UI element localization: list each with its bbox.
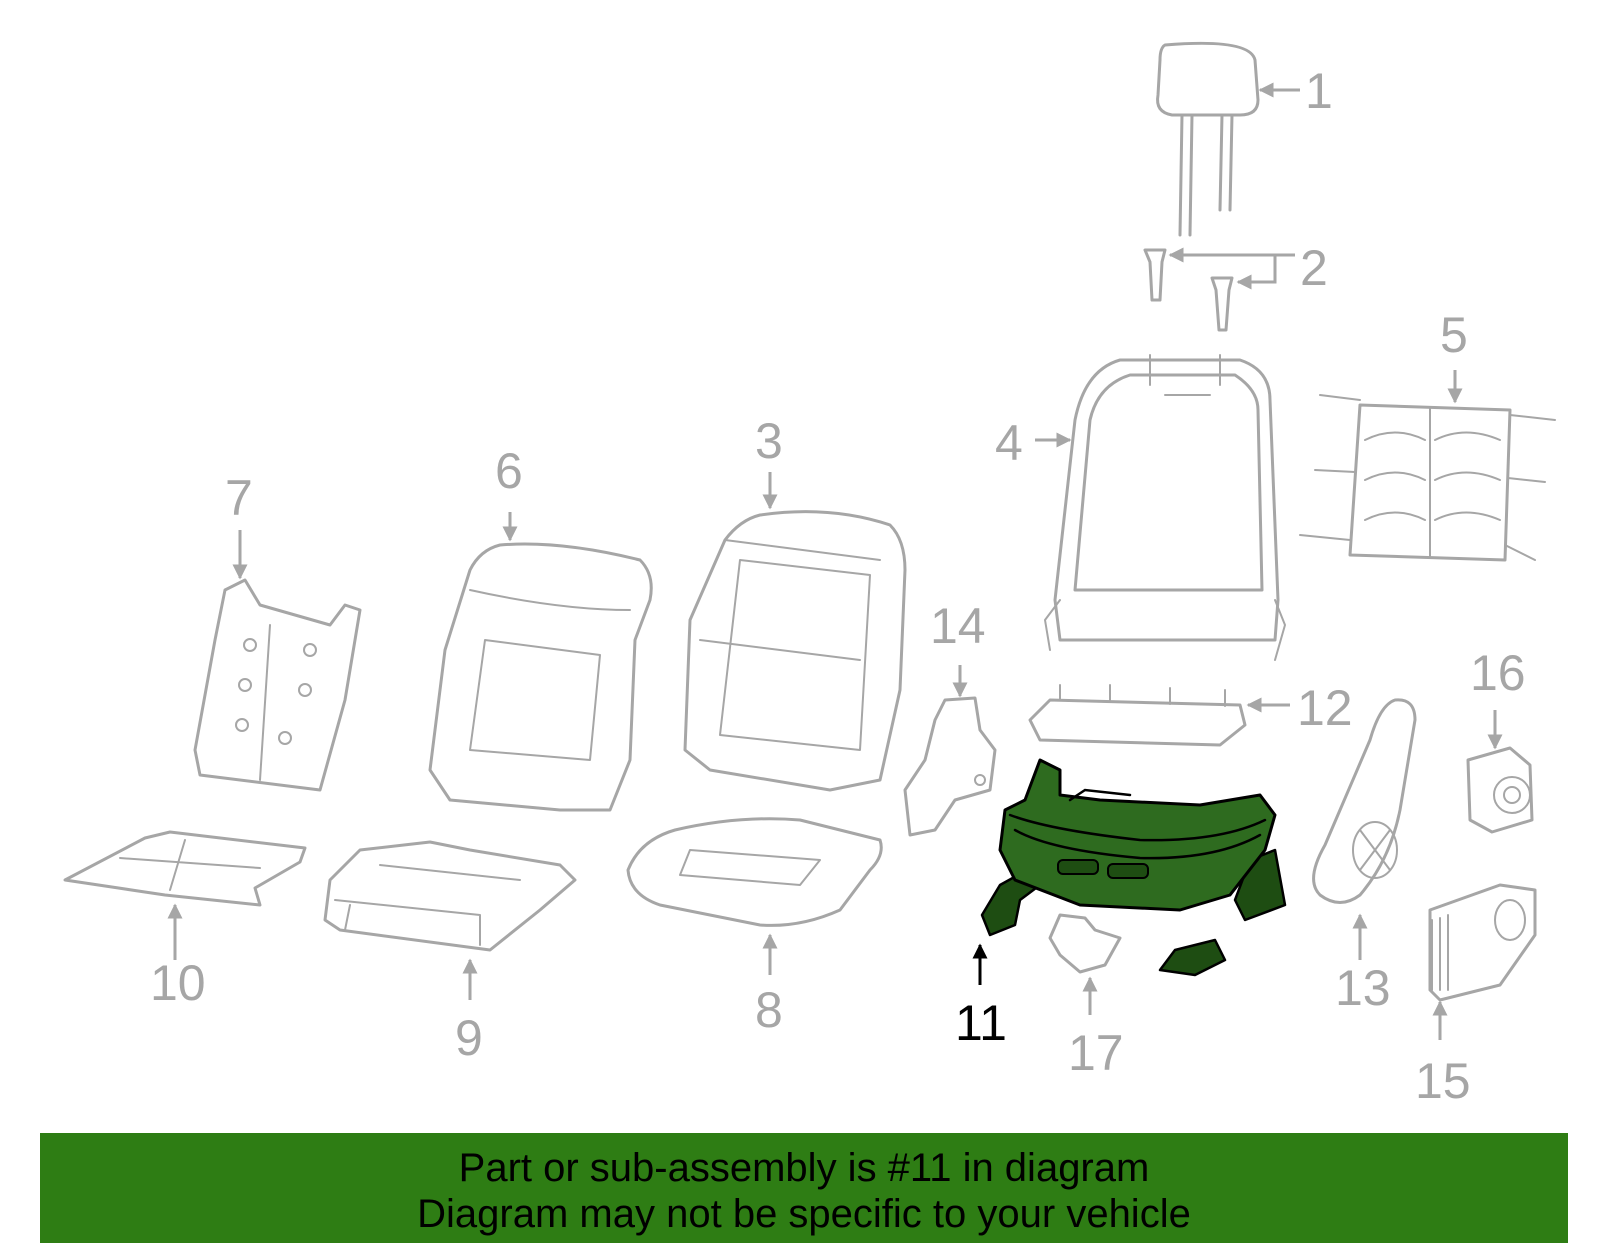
part-8-seat-cushion (626, 817, 883, 927)
part-14-bracket (903, 696, 997, 837)
part-16-adjuster-knob (1466, 746, 1534, 834)
part-9-cushion-trim (323, 840, 577, 952)
part-15-switch-module (1428, 883, 1537, 1002)
part-5-spring-mat (1299, 394, 1556, 562)
callout-15: 15 (1415, 1053, 1471, 1109)
callout-9: 9 (455, 1010, 483, 1066)
callout-5: 5 (1440, 307, 1468, 363)
callout-2: 2 (1300, 240, 1328, 296)
callout-17: 17 (1068, 1025, 1124, 1081)
callout-8: 8 (755, 982, 783, 1038)
callout-12: 12 (1297, 680, 1353, 736)
parts-diagram: 1 2 4 5 3 6 (63, 41, 1556, 1109)
banner-line-2: Diagram may not be specific to your vehi… (417, 1192, 1191, 1236)
callout-7: 7 (225, 470, 253, 526)
part-6-seatback-trim (428, 542, 653, 812)
part-4-seatback-frame (1044, 354, 1286, 661)
part-17-cover (1048, 913, 1122, 974)
banner-line-1: Part or sub-assembly is #11 in diagram (458, 1146, 1150, 1190)
callout-6: 6 (495, 443, 523, 499)
callout-11: 11 (955, 995, 1007, 1051)
callout-13: 13 (1335, 960, 1391, 1016)
callout-4: 4 (995, 415, 1023, 471)
part-10-heater-mat (63, 830, 307, 907)
callout-3: 3 (755, 413, 783, 469)
callout-14: 14 (930, 598, 986, 654)
part-3-seatback-cushion (683, 510, 907, 792)
part-7-back-panel (193, 578, 362, 792)
part-2-headrest-guides (1143, 248, 1234, 332)
part-13-side-shield (1312, 698, 1417, 904)
info-banner: Part or sub-assembly is #11 in diagram D… (40, 1133, 1568, 1243)
part-11-seat-track-assembly (980, 758, 1287, 977)
callout-1: 1 (1305, 63, 1333, 119)
part-1-headrest (1156, 41, 1260, 237)
part-12-cushion-pan (1028, 684, 1247, 747)
callout-16: 16 (1470, 645, 1526, 701)
callout-10: 10 (150, 955, 206, 1011)
